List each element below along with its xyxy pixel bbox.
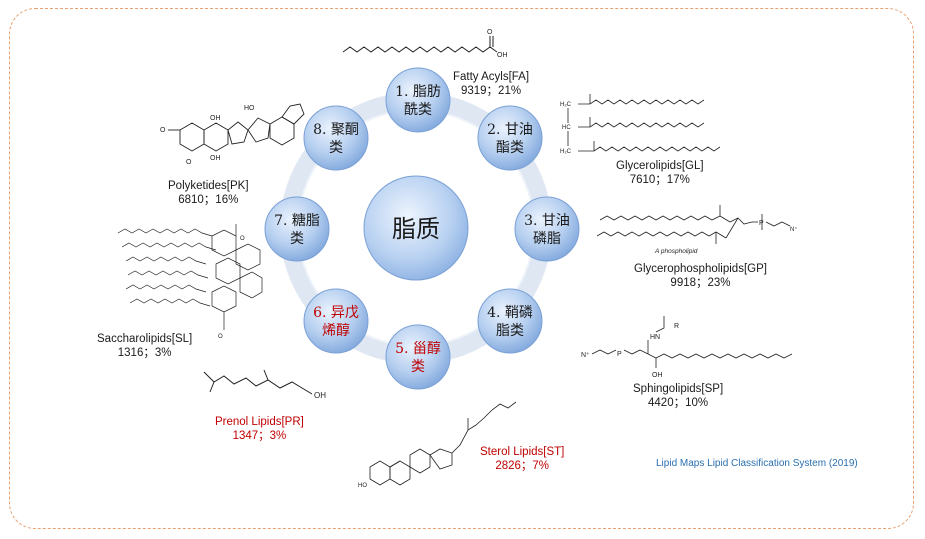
sphingolipids-name: Sphingolipids[SP] [633,383,724,395]
center-label: 脂质 [392,215,440,243]
sp-r-label: R [674,323,679,330]
node-7-line1: 7. 糖脂 [274,213,320,229]
node-6-line2: 烯醇 [322,322,350,339]
node-4-line1: 4. 鞘磷 [487,305,533,321]
gl-ch2b-label: H₂C [560,149,572,155]
label-glycerolipids: Glycerolipids[GL] 7610；17% [616,159,704,187]
polyketides-stats: 6810；16% [178,194,239,206]
label-polyketides: Polyketides[PK] 6810；16% [168,179,249,207]
pr-oh-label: OH [314,391,326,400]
pk-oh-label: OH [210,115,221,122]
node-1-line2: 酰类 [404,102,432,118]
node-5-line2: 类 [411,359,425,375]
gl-ch2-label: H₂C [560,102,572,108]
saccharolipid-structure: O O [117,224,263,340]
node-6-prenol-lipids: 6. 异戊 烯醇 [303,288,369,354]
sterol-lipids-stats: 2826；7% [495,460,550,472]
svg-text:O: O [240,236,245,242]
glycerolipids-stats: 7610；17% [629,174,690,186]
svg-text:P: P [759,220,764,227]
gl-hc-label: HC [562,125,571,131]
polyketide-structure: O OH HO OH O [160,103,305,166]
label-prenol-lipids: Prenol Lipids[PR] 1347；3% [215,415,304,443]
label-sterol-lipids: Sterol Lipids[ST] 2826；7% [480,445,564,473]
svg-text:O: O [487,29,493,36]
node-1-line1: 1. 脂肪 [395,84,441,100]
sterol-lipids-name: Sterol Lipids[ST] [480,446,565,458]
node-4-line2: 脂类 [496,323,524,339]
source-caption: Lipid Maps Lipid Classification System (… [656,458,858,469]
gp-phospholipid-label: A phospholipid [654,248,698,255]
sp-hn-label: HN [650,334,660,341]
glycerolipid-structure: H₂C HC H₂C [560,94,721,155]
st-ho-label: HO [358,483,367,489]
prenol-structure: OH [203,369,326,400]
node-3-glycerophospholipids: 3. 甘油 磷脂 [514,196,580,262]
svg-text:O: O [160,127,166,134]
fatty-acyls-stats: 9319；21% [460,85,522,97]
sterol-structure: HO [358,401,517,489]
node-4-sphingolipids: 4. 鞘磷 脂类 [477,288,543,354]
label-sphingolipids: Sphingolipids[SP] 4420；10% [633,382,723,410]
glycerolipids-name: Glycerolipids[GL] [616,160,704,172]
sphingolipids-stats: 4420；10% [648,397,709,409]
node-6-line1: 6. 异戊 [313,305,359,321]
svg-text:N⁺: N⁺ [581,352,590,359]
svg-text:O: O [218,334,223,340]
node-8-line2: 类 [329,140,343,156]
saccharolipids-name: Saccharolipids[SL] [97,333,193,345]
node-7-line2: 类 [290,231,304,247]
pk-ho-label: HO [244,105,255,112]
node-1-fatty-acyls: 1. 脂肪 酰类 [385,67,451,133]
label-glycerophospholipids: Glycerophospholipids[GP] 9918；23% [634,262,767,290]
sp-oh-label: OH [652,372,663,379]
node-2-glycerolipids: 2. 甘油 酯类 [477,105,543,171]
label-fatty-acyls: Fatty Acyls[FA] 9319；21% [453,70,529,98]
glycerophospholipids-stats: 9918；23% [670,277,731,289]
svg-text:N⁺: N⁺ [790,226,798,233]
center-bubble: 脂质 [363,175,469,281]
prenol-lipids-name: Prenol Lipids[PR] [215,416,304,428]
svg-text:OH: OH [210,155,221,162]
svg-text:O: O [186,159,192,166]
glycerophospholipid-structure: P N⁺ A phospholipid [596,205,798,255]
glycerophospholipids-name: Glycerophospholipids[GP] [634,263,767,275]
node-2-line1: 2. 甘油 [487,122,533,138]
fa-oh-label: OH [497,52,508,59]
fatty-acyl-structure: OH O [342,29,508,59]
node-2-line2: 酯类 [496,140,524,156]
node-7-saccharolipids: 7. 糖脂 类 [264,196,330,262]
fatty-acyls-name: Fatty Acyls[FA] [453,71,530,83]
sphingolipid-structure: N⁺ P HN R OH [581,316,793,379]
saccharolipids-stats: 1316；3% [117,347,172,359]
node-8-line1: 8. 聚酮 [313,122,359,138]
prenol-lipids-stats: 1347；3% [232,430,287,442]
node-3-line2: 磷脂 [533,231,561,247]
node-5-line1: 5. 甾醇 [395,340,441,357]
node-3-line1: 3. 甘油 [524,213,570,229]
svg-text:P: P [617,351,622,358]
node-8-polyketides: 8. 聚酮 类 [303,105,369,171]
node-5-sterol-lipids: 5. 甾醇 类 [385,324,451,390]
dashed-frame [9,8,914,529]
polyketides-name: Polyketides[PK] [168,180,249,192]
label-saccharolipids: Saccharolipids[SL] 1316；3% [97,332,192,360]
